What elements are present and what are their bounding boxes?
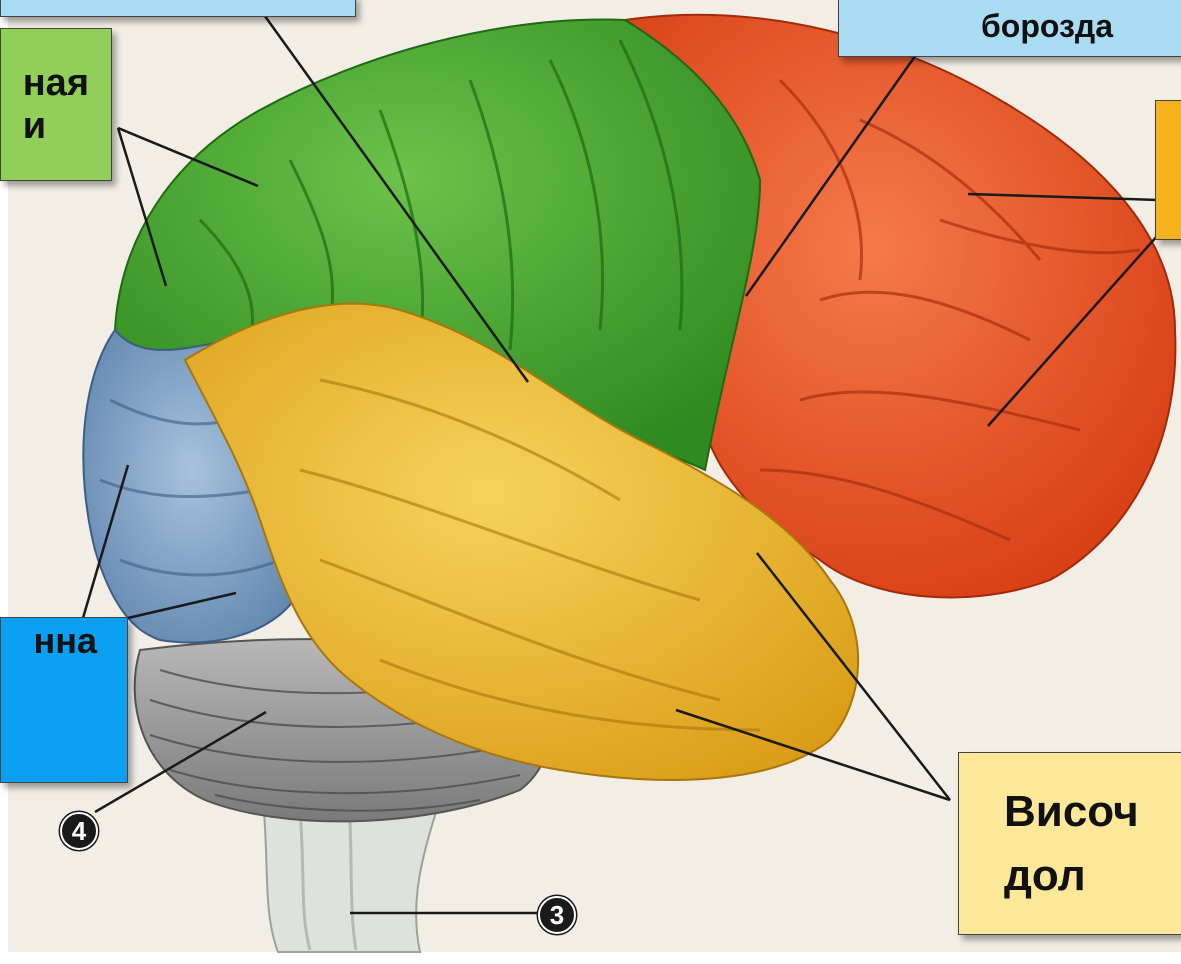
temporal-lobe-label-text: Височ дол bbox=[1004, 780, 1139, 908]
parietal-lobe-label: ная и bbox=[0, 28, 112, 181]
occipital-lobe-label-text: нна bbox=[33, 620, 97, 662]
top-blue-label bbox=[0, 0, 356, 17]
temporal-lobe-label: Височ дол bbox=[958, 752, 1181, 935]
occipital-lobe-label: нна bbox=[0, 617, 128, 783]
central-sulcus-label: борозда bbox=[838, 0, 1181, 57]
central-sulcus-label-text: борозда bbox=[981, 8, 1113, 45]
frontal-lobe-label bbox=[1155, 100, 1181, 240]
parietal-lobe-label-text: ная и bbox=[23, 62, 89, 147]
cerebellum-marker: 4 bbox=[60, 812, 98, 850]
brainstem-marker: 3 bbox=[538, 896, 576, 934]
